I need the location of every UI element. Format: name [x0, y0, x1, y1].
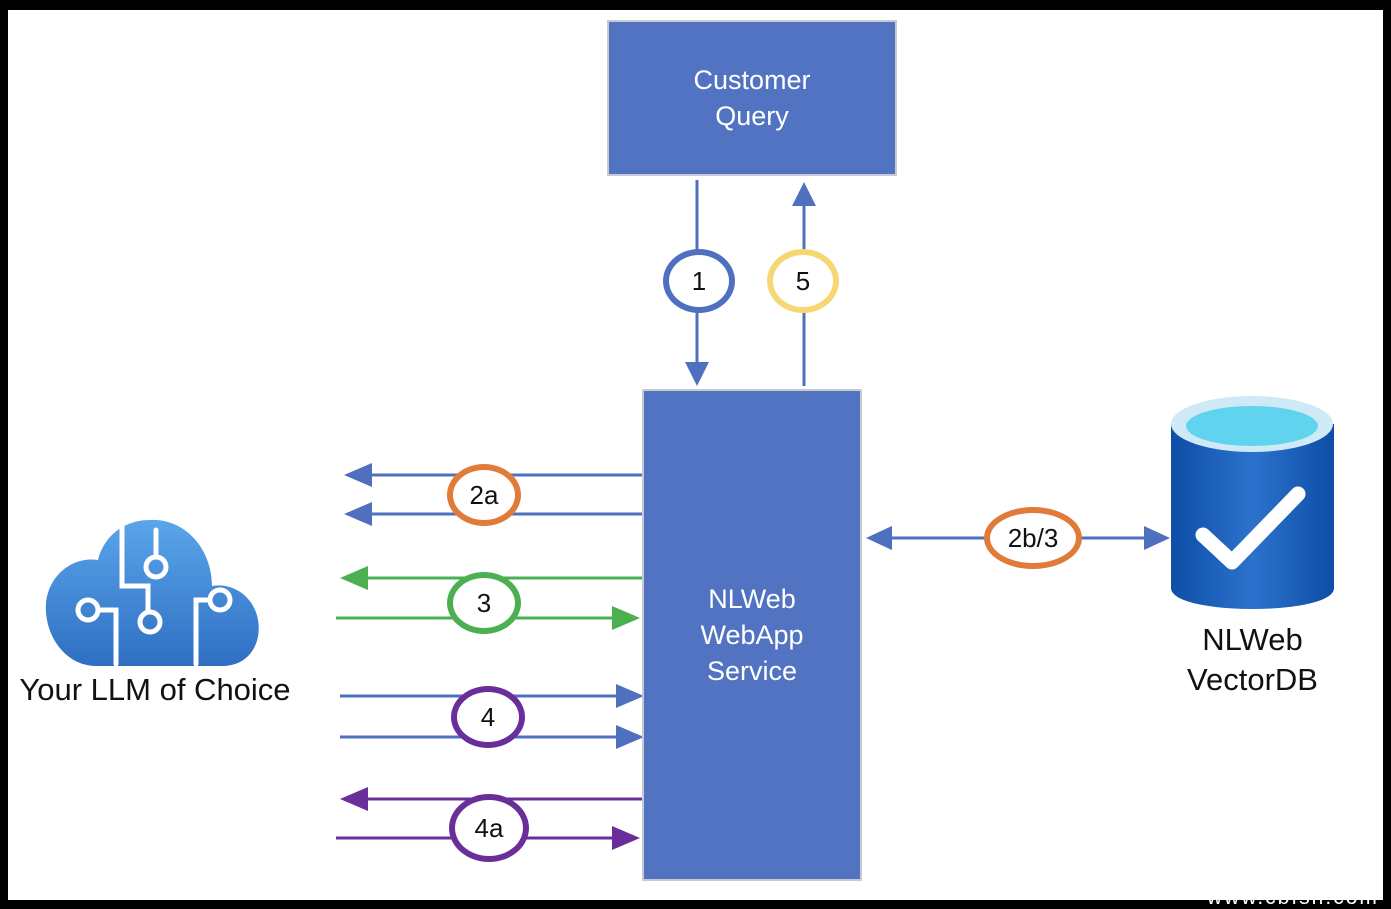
webapp-service-box: NLWeb WebApp Service — [642, 389, 862, 881]
step-5-badge: 5 — [767, 249, 839, 313]
vectordb-label-line-2: VectorDB — [1187, 662, 1318, 697]
step-4-badge: 4 — [451, 686, 525, 748]
step-4a-badge: 4a — [449, 794, 529, 862]
step-2a-badge: 2a — [447, 464, 521, 526]
llm-label: Your LLM of Choice — [19, 672, 291, 707]
step-1-badge: 1 — [663, 249, 735, 313]
webapp-line-1: NLWeb — [708, 584, 796, 614]
step-2b3-badge: 2b/3 — [984, 507, 1082, 569]
webapp-line-3: Service — [706, 656, 797, 686]
webapp-line-2: WebApp — [700, 620, 804, 650]
vectordb-label-line-1: NLWeb — [1202, 622, 1303, 657]
customer-query-line-1: Customer — [693, 65, 811, 95]
cloud-circuit-icon — [45, 519, 259, 667]
vectordb-label: NLWeb VectorDB — [1150, 620, 1355, 700]
customer-query-box: Customer Query — [607, 20, 897, 176]
customer-query-line-2: Query — [715, 101, 789, 131]
database-check-icon — [1171, 396, 1334, 609]
step-3-badge: 3 — [447, 572, 521, 634]
watermark: www.cbfsh.com — [1207, 886, 1379, 909]
